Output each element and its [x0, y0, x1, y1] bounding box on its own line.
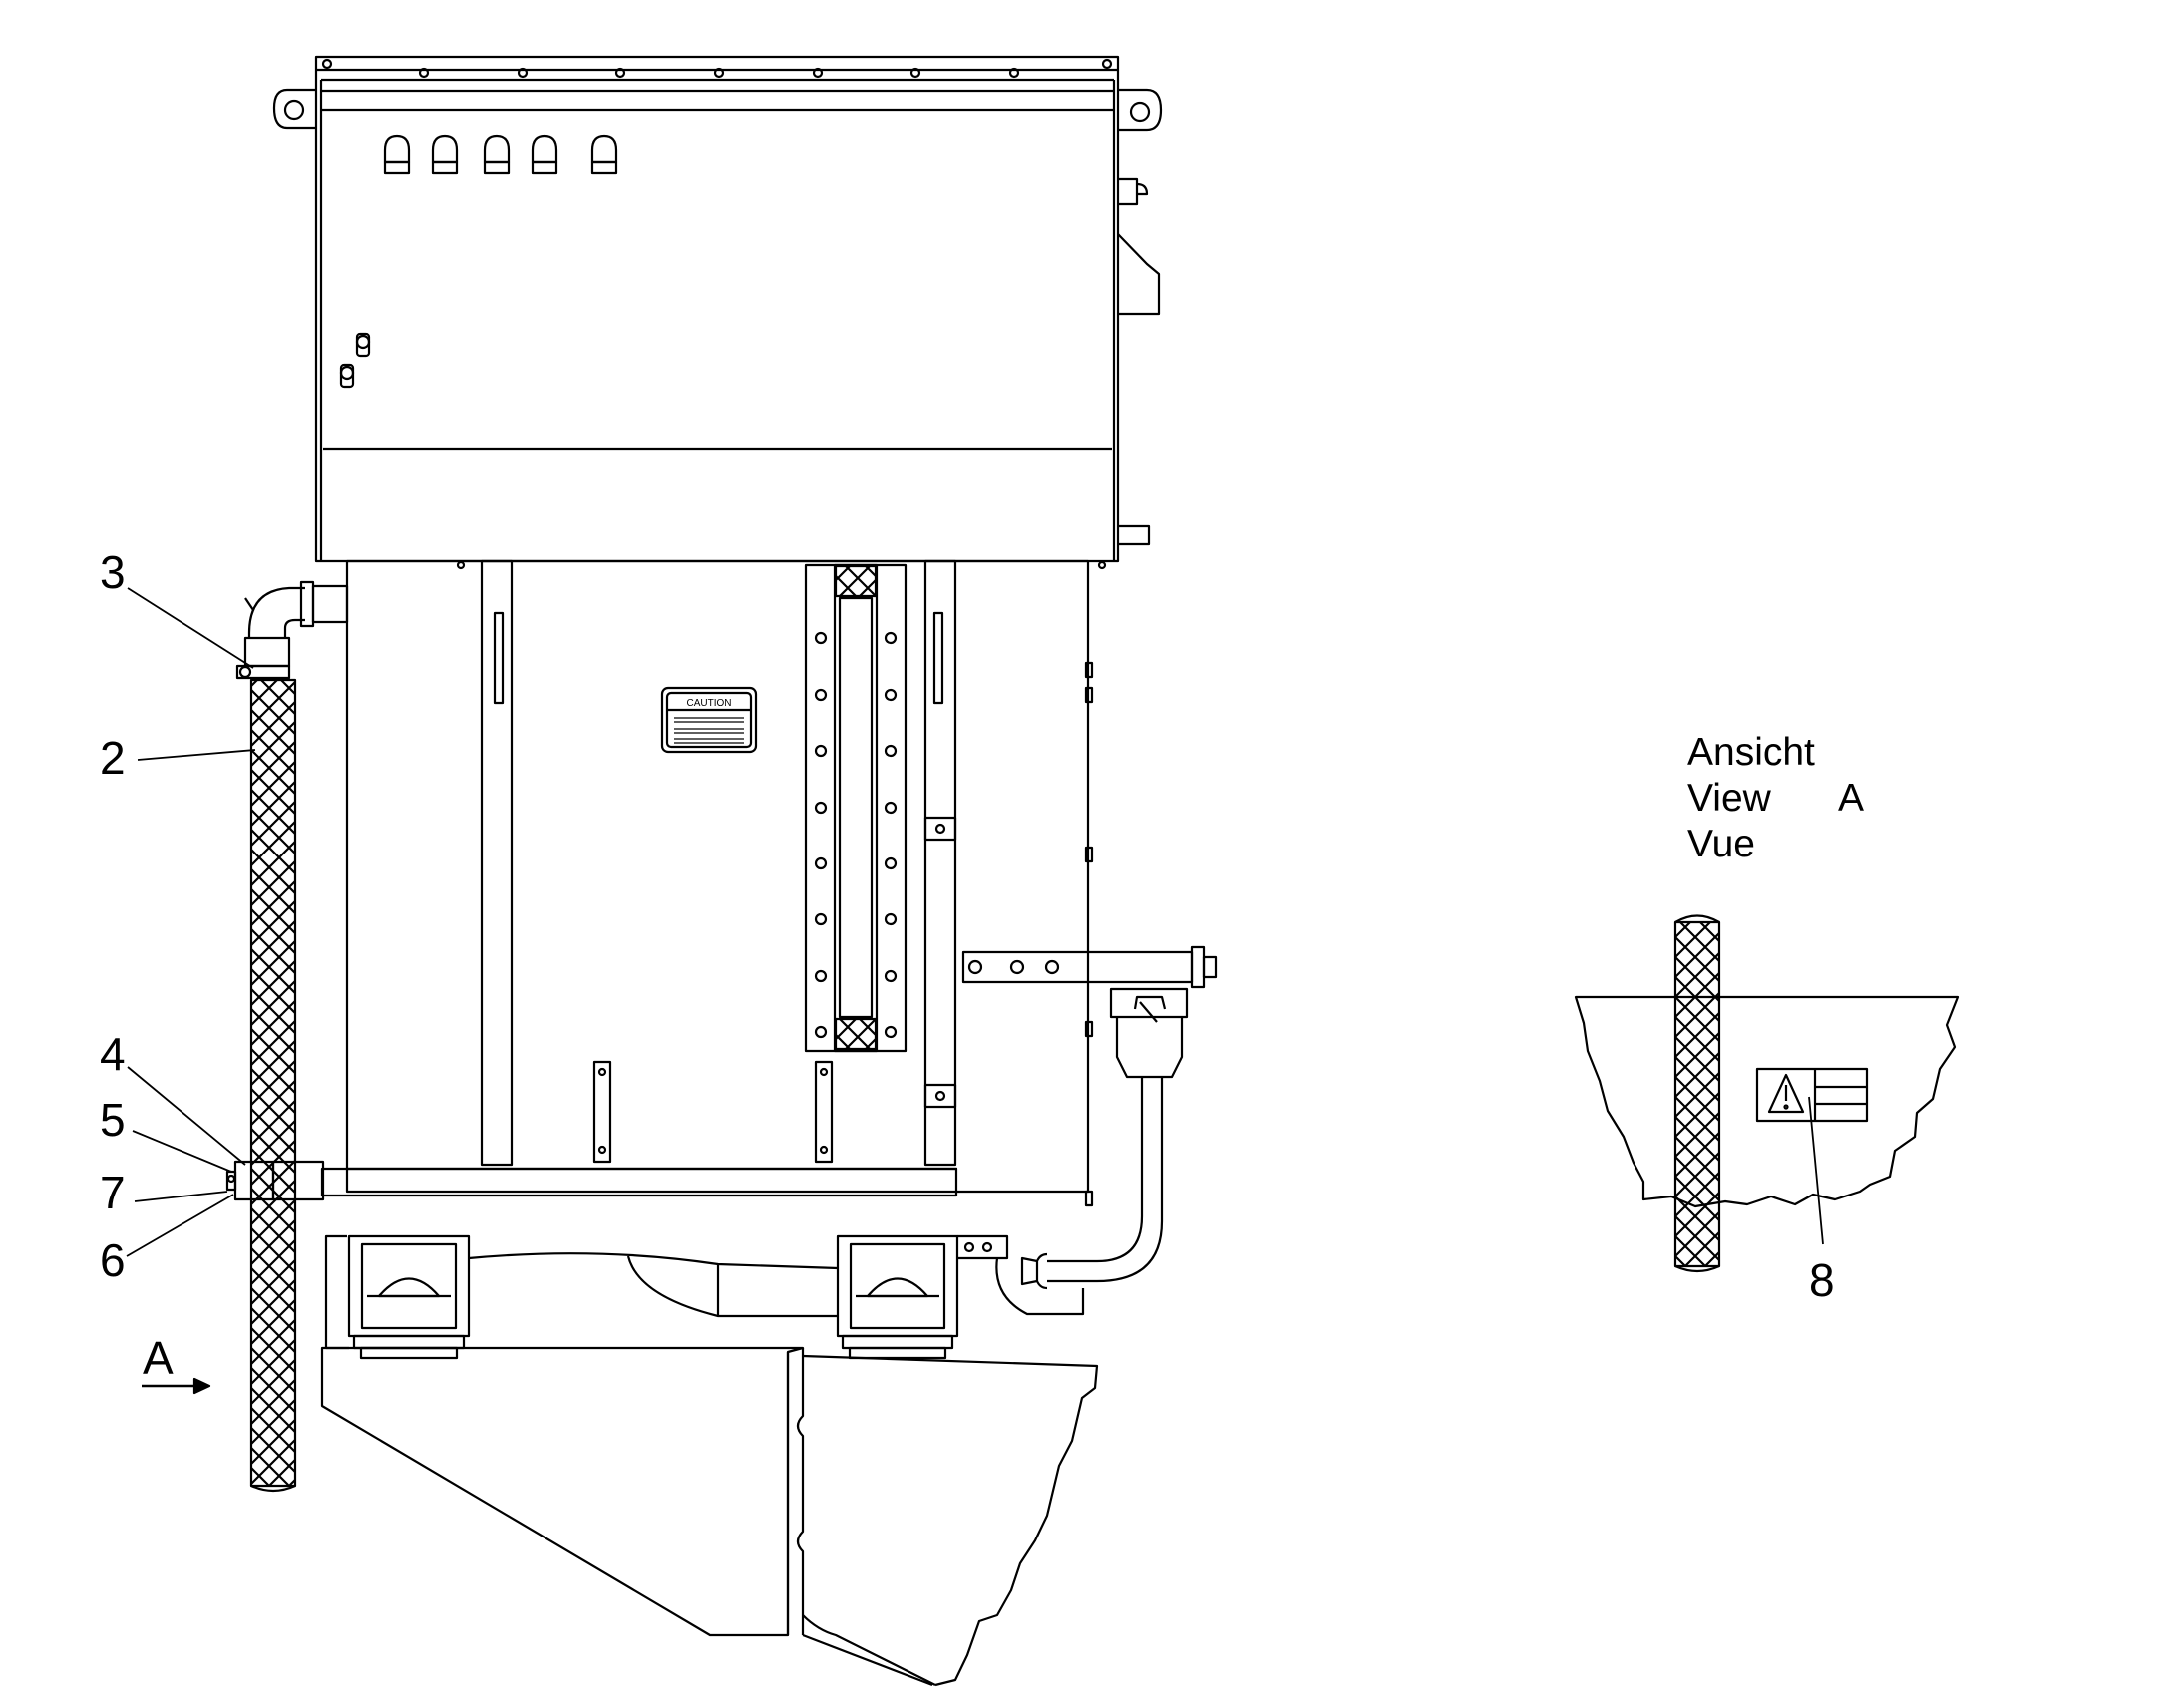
view-title-letter: A — [1838, 777, 1864, 820]
callout-2: 2 — [100, 732, 126, 784]
control-cabinet — [272, 55, 1163, 570]
callout-5: 5 — [100, 1094, 126, 1146]
filter-assembly — [961, 945, 1218, 1290]
sight-glass — [804, 563, 908, 1053]
indicator-lamps — [383, 134, 618, 175]
callout-7: 7 — [100, 1167, 126, 1218]
view-title-line2: View — [1687, 777, 1772, 820]
callout-6: 6 — [100, 1234, 126, 1286]
lower-assembly — [320, 1167, 1099, 1687]
view-arrow-label: A — [143, 1332, 174, 1384]
callout-3: 3 — [100, 546, 126, 598]
caution-label-text: CAUTION — [687, 698, 732, 709]
view-a-detail — [1574, 914, 1960, 1273]
caution-label — [660, 686, 758, 754]
leader-lines — [126, 587, 1824, 1257]
callout-4: 4 — [100, 1028, 126, 1080]
hose-assembly — [225, 580, 349, 1493]
view-arrow-a — [142, 1377, 211, 1395]
callout-8: 8 — [1809, 1254, 1835, 1306]
view-title-line3: Vue — [1687, 823, 1755, 865]
main-housing — [345, 559, 1094, 1207]
view-title-line1: Ansicht — [1687, 731, 1815, 774]
